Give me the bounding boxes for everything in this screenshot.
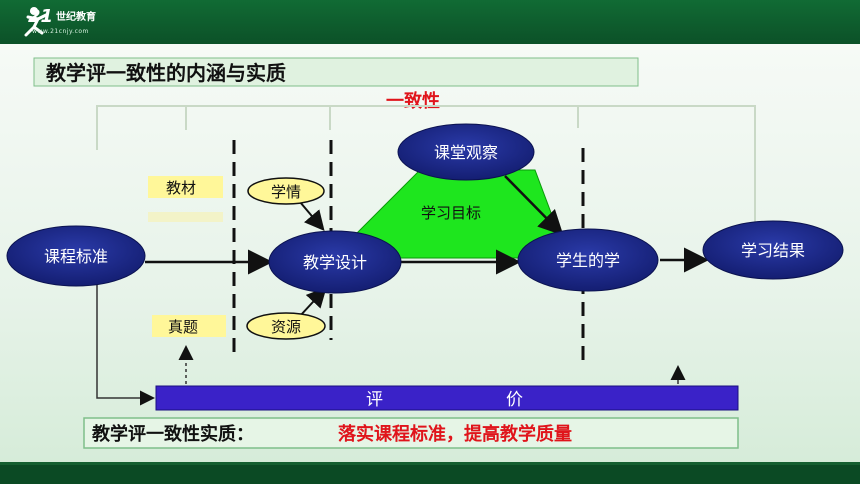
essence-value: 落实课程标准，提高教学质量 (338, 423, 572, 445)
curriculum-node (6, 225, 146, 287)
consistency-label: 一致性 (386, 90, 440, 112)
curriculum-to-eval-line (96, 285, 155, 406)
situation-label: 学情 (271, 183, 301, 201)
footer-bar (0, 462, 860, 484)
resource-oval (246, 312, 326, 340)
page-title: 教学评一致性的内涵与实质 (46, 61, 286, 85)
design-label: 教学设计 (303, 253, 367, 272)
arrow-situation-design (299, 201, 325, 232)
student-node (517, 228, 659, 292)
textbook-faint-box (148, 212, 223, 222)
essence-box (83, 417, 739, 449)
textbook-label: 教材 (166, 179, 196, 197)
logo-runner-icon (24, 7, 48, 37)
student-label: 学生的学 (556, 251, 620, 270)
observe-label: 课堂观察 (434, 143, 498, 162)
exam-box (152, 315, 226, 337)
essence-label: 教学评一致性实质： (92, 423, 254, 445)
arrow-resource-design (299, 287, 327, 317)
logo-number: 21 (28, 6, 54, 27)
goal-label: 学习目标 (421, 204, 481, 222)
resource-label: 资源 (271, 318, 301, 336)
logo-name: 世纪教育 (56, 12, 96, 23)
curriculum-label: 课程标准 (44, 247, 108, 266)
title-box (33, 57, 639, 87)
exam-label: 真题 (168, 318, 198, 336)
arrow-observe-student (504, 175, 564, 236)
result-node (702, 220, 844, 280)
top-frame-line (96, 105, 756, 230)
footer-stripe (0, 462, 860, 465)
evaluation-bar (155, 385, 739, 411)
observe-node (397, 123, 535, 181)
logo-url: www.21cnjy.com (32, 28, 89, 35)
evaluation-char-left: 评 (366, 390, 383, 410)
result-label: 学习结果 (741, 241, 805, 260)
situation-oval (247, 177, 325, 205)
header-bar: 21 世纪教育 www.21cnjy.com (0, 0, 860, 44)
design-node (268, 230, 402, 294)
textbook-box (148, 176, 223, 198)
evaluation-char-right: 价 (506, 390, 523, 410)
